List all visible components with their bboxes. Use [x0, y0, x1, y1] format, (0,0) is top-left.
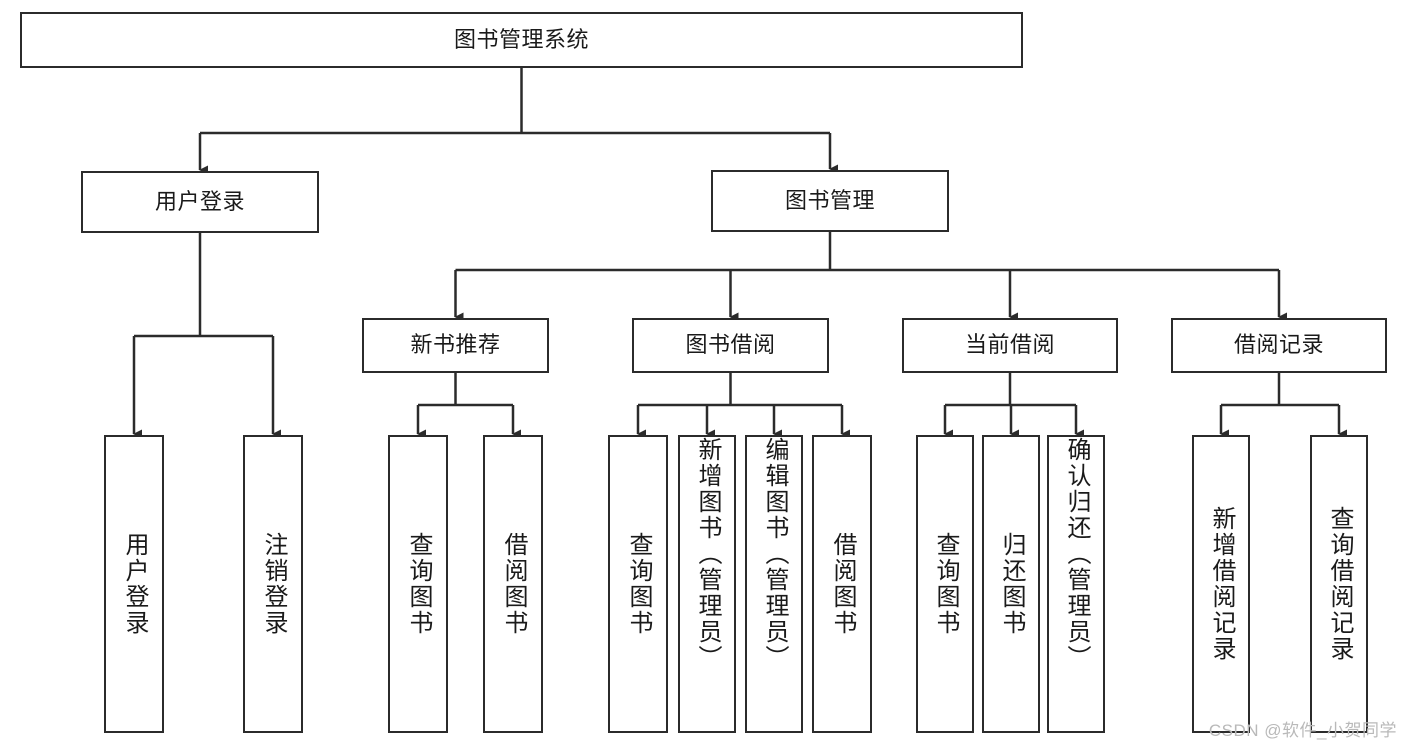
node-current-borrow: 当前借阅: [902, 318, 1118, 373]
node-leaf-br-add: 新增借阅记录: [1192, 435, 1250, 733]
node-label: 查询图书: [625, 532, 652, 636]
node-leaf-cb-return: 归还图书: [982, 435, 1040, 733]
node-user-login: 用户登录: [81, 171, 319, 233]
edge-group: [132, 68, 1347, 439]
node-leaf-cb-confirm: 确认归还（管理员）: [1047, 435, 1105, 733]
node-label: 查询借阅记录: [1326, 506, 1353, 662]
node-label: 当前借阅: [964, 332, 1055, 358]
node-label: 借阅图书: [829, 532, 856, 636]
node-leaf-cb-query: 查询图书: [916, 435, 974, 733]
node-label: 用户登录: [154, 188, 245, 214]
node-leaf-br-query: 查询借阅记录: [1310, 435, 1368, 733]
node-book-manage: 图书管理: [711, 170, 949, 232]
node-label: 查询图书: [405, 532, 432, 636]
watermark-text: CSDN @软件_小贺同学: [1208, 721, 1397, 740]
node-label: 新增图书（管理员）: [694, 437, 721, 671]
node-leaf-bb-query: 查询图书: [608, 435, 668, 733]
node-leaf-nb-query: 查询图书: [388, 435, 448, 733]
node-label: 新书推荐: [410, 332, 501, 358]
node-label: 新增借阅记录: [1208, 506, 1235, 662]
node-label: 图书借阅: [685, 332, 776, 358]
node-label: 注销登录: [260, 532, 287, 636]
node-leaf-logout: 注销登录: [243, 435, 303, 733]
node-label: 确认归还（管理员）: [1063, 437, 1090, 671]
node-leaf-bb-borrow: 借阅图书: [812, 435, 872, 733]
node-borrow-record: 借阅记录: [1171, 318, 1387, 373]
node-label: 编辑图书（管理员）: [761, 437, 788, 671]
node-label: 借阅记录: [1233, 332, 1324, 358]
node-leaf-bb-add: 新增图书（管理员）: [678, 435, 736, 733]
node-leaf-user-login: 用户登录: [104, 435, 164, 733]
node-label: 查询图书: [932, 532, 959, 636]
node-label: 用户登录: [121, 532, 148, 636]
node-label: 图书管理: [784, 187, 875, 213]
node-book-borrow: 图书借阅: [632, 318, 829, 373]
node-leaf-bb-edit: 编辑图书（管理员）: [745, 435, 803, 733]
node-new-book: 新书推荐: [362, 318, 549, 373]
node-leaf-nb-borrow: 借阅图书: [483, 435, 543, 733]
node-label: 归还图书: [998, 532, 1025, 636]
node-root: 图书管理系统: [20, 12, 1023, 68]
node-label: 图书管理系统: [453, 26, 589, 52]
node-label: 借阅图书: [500, 532, 527, 636]
